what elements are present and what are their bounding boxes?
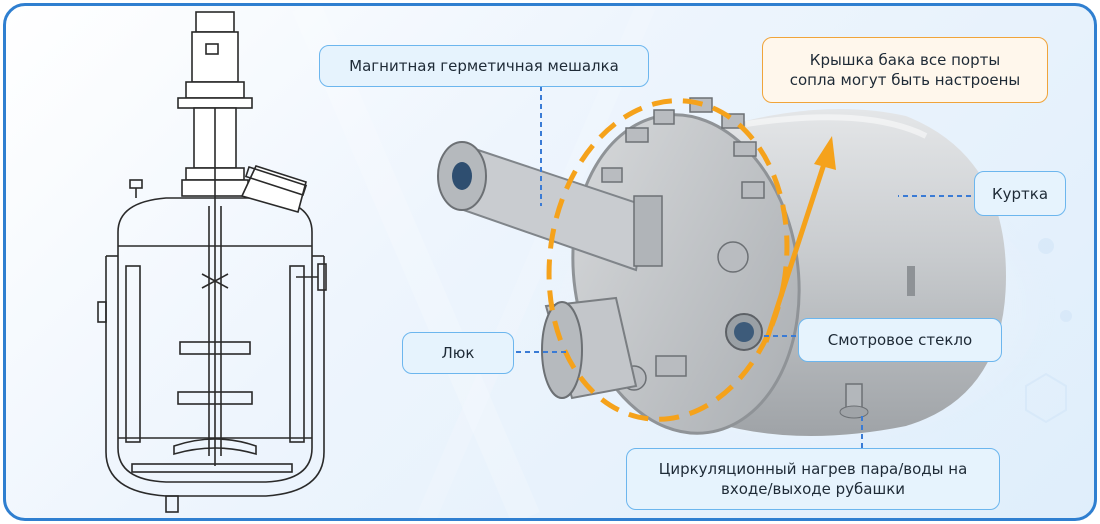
callout-tank-lid-line1: Крышка бака все порты bbox=[809, 51, 1001, 69]
background-rays bbox=[292, 6, 1072, 518]
callout-sight-glass: Смотровое стекло bbox=[798, 318, 1002, 362]
callout-jacket-text: Куртка bbox=[991, 184, 1049, 203]
callout-jacket-circulation: Циркуляционный нагрев пара/воды на входе… bbox=[626, 448, 1000, 510]
callout-hatch-text: Люк bbox=[441, 344, 475, 362]
lid-highlight bbox=[546, 98, 836, 422]
callout-tank-lid-line2: сопла могут быть настроены bbox=[789, 71, 1021, 89]
technical-drawing bbox=[97, 11, 327, 513]
callout-tank-lid: Крышка бака все порты сопла могут быть н… bbox=[762, 37, 1048, 103]
callout-jacket-circulation-line1: Циркуляционный нагрев пара/воды на bbox=[658, 460, 968, 478]
leader-lines bbox=[516, 86, 971, 448]
callout-magnetic-stirrer: Магнитная герметичная мешалка bbox=[319, 45, 649, 87]
callout-sight-glass-text: Смотровое стекло bbox=[827, 331, 973, 349]
callout-hatch: Люк bbox=[402, 332, 514, 374]
callout-jacket: Куртка bbox=[974, 171, 1066, 216]
callout-magnetic-stirrer-text: Магнитная герметичная мешалка bbox=[349, 57, 619, 75]
diagram-frame: Магнитная герметичная мешалка Крышка бак… bbox=[3, 3, 1097, 521]
callout-jacket-circulation-line2: входе/выходе рубашки bbox=[720, 480, 906, 498]
